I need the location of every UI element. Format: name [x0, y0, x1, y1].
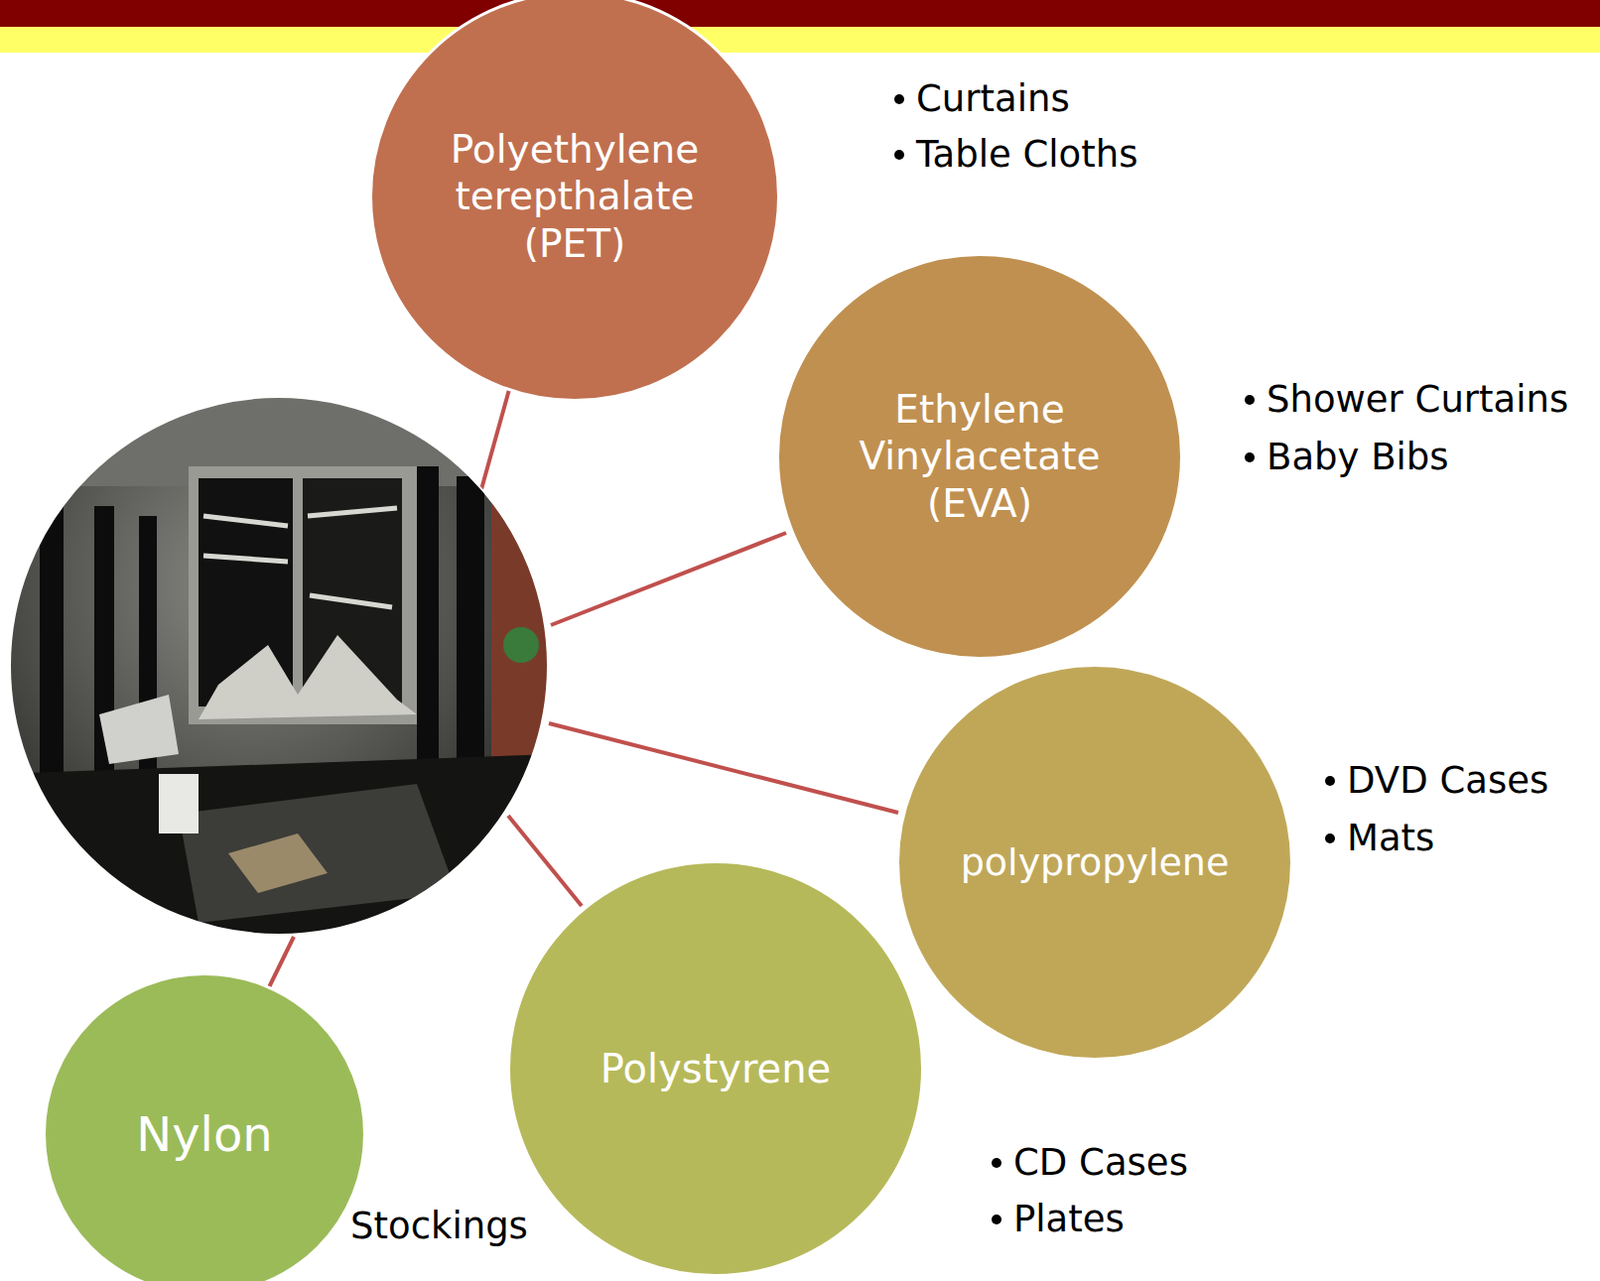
bullet-dot	[894, 149, 905, 160]
photo-frame	[9, 397, 548, 935]
accent-band	[0, 26, 1600, 53]
bullet-dot	[991, 1214, 1002, 1225]
material-circle: polypropylene	[896, 664, 1294, 1062]
bullet-dot	[1244, 452, 1255, 463]
bullet-dot	[1244, 395, 1255, 405]
bullet-dot	[991, 1158, 1002, 1169]
usage-item: Table Cloths	[916, 134, 1138, 176]
usage-item: Curtains	[916, 79, 1070, 121]
bullet-dot	[1325, 833, 1335, 844]
material-name: polypropylene	[960, 839, 1230, 886]
material-name: Nylon	[135, 1105, 272, 1165]
usage-item: Plates	[1013, 1200, 1125, 1241]
bullet-dot	[1325, 776, 1335, 787]
usage-item: Mats	[1346, 818, 1435, 860]
usage-item: DVD Cases	[1346, 761, 1549, 802]
material-name: Polyethylene terepthalate (PET)	[430, 126, 719, 268]
material-circle: Polyethylene terepthalate (PET)	[369, 0, 781, 402]
usage-item: Baby Bibs	[1266, 437, 1450, 479]
usage-item: CD Cases	[1013, 1143, 1189, 1185]
usage-item: Shower Curtains	[1266, 380, 1569, 421]
usage-note: Stockings	[350, 1206, 529, 1248]
material-name: Ethylene Vinylacetate (EVA)	[840, 386, 1119, 529]
material-circle: Polystyrene	[507, 860, 925, 1278]
material-name: Polystyrene	[600, 1045, 831, 1094]
material-circle: Nylon	[42, 972, 367, 1281]
material-circle: Ethylene Vinylacetate (EVA)	[776, 253, 1184, 661]
top-band	[0, 0, 1600, 27]
burnt-room-photo	[0, 387, 556, 953]
bullet-dot	[894, 94, 905, 105]
